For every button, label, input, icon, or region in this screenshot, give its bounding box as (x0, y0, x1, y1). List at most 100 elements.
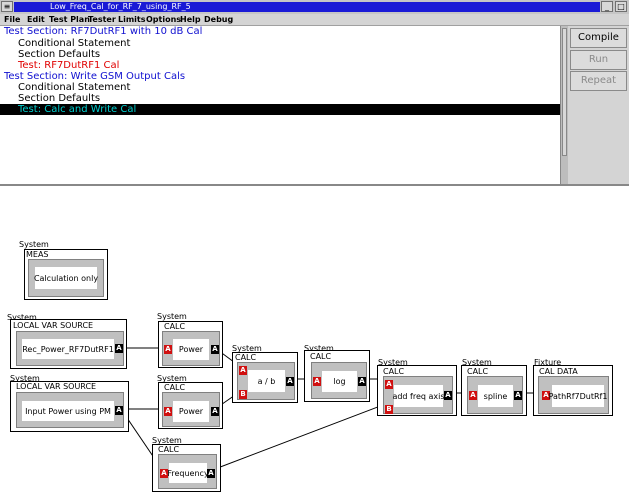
tree-row[interactable]: Test Section: RF7DutRF1 with 10 dB Cal (4, 26, 203, 37)
menu-tester[interactable]: Tester (88, 15, 116, 24)
block-name: spline (478, 385, 513, 407)
block-body: Rec_Power_RF7DutRF1 A (16, 331, 124, 366)
block-body: A spline A (467, 376, 523, 414)
compile-button[interactable]: Compile (570, 28, 627, 48)
menu-help[interactable]: Help (180, 15, 201, 24)
block-type-label: LOCAL VAR SOURCE (13, 321, 94, 330)
tree-row[interactable]: Test Section: Write GSM Output Cals (4, 71, 186, 82)
tree-row[interactable]: Section Defaults (18, 93, 101, 104)
block-type-label: CALC (164, 322, 186, 331)
action-panel: Compile Run Repeat (568, 26, 629, 184)
menu-limits[interactable]: Limits (118, 15, 146, 24)
block-type-label: CAL DATA (539, 367, 578, 376)
block-type-label: CALC (164, 383, 186, 392)
block-name: add freq axis (392, 385, 445, 407)
block-type-label: CALC (467, 367, 489, 376)
block-body: A Power A (162, 392, 220, 427)
input-port[interactable]: A (164, 407, 172, 416)
block-group-label: System (7, 313, 37, 322)
tree-row[interactable]: Conditional Statement (18, 38, 131, 49)
tree-row[interactable]: Section Defaults (18, 49, 101, 60)
tree-scrollbar[interactable] (560, 26, 568, 184)
block-frame: LOCAL VAR SOURCE Rec_Power_RF7DutRF1 A (10, 319, 127, 369)
block-body: Calculation only (28, 259, 104, 297)
maximize-icon[interactable]: □ (615, 1, 627, 12)
menu-options[interactable]: Options (146, 15, 182, 24)
block-body: Input Power using PM A (16, 392, 124, 428)
output-port[interactable]: A (358, 377, 366, 386)
block-name: Power (173, 401, 209, 422)
window-menu-icon[interactable]: ≡ (1, 1, 13, 12)
block-frame: CALC A B add freq axis A (377, 365, 457, 416)
input-port[interactable]: A (164, 345, 172, 354)
input-port[interactable]: A (469, 391, 477, 400)
tree-row[interactable]: Conditional Statement (18, 82, 131, 93)
block-group-label: System (10, 374, 40, 383)
tree-row[interactable]: Test: RF7DutRF1 Cal (18, 60, 120, 71)
block-type-label: LOCAL VAR SOURCE (16, 382, 97, 391)
block-body: A B add freq axis A (383, 376, 453, 414)
test-plan-tree: Test Section: RF7DutRF1 with 10 dB Cal C… (0, 26, 560, 184)
output-port[interactable]: A (115, 344, 123, 353)
block-name: Calculation only (34, 267, 98, 289)
block-name: a / b (248, 370, 285, 392)
block-name: PathRf7DutRf1 (549, 385, 607, 407)
block-body: A Frequency A (158, 454, 217, 489)
block-frame: CALC A spline A (461, 365, 527, 416)
block-group-label: System (19, 240, 49, 249)
menu-bar: File Edit Test Plan Tester Limits Option… (0, 14, 629, 26)
input-port[interactable]: B (385, 405, 393, 414)
output-port[interactable]: A (444, 391, 452, 400)
repeat-button[interactable]: Repeat (570, 71, 627, 91)
block-name: Frequency (167, 463, 209, 483)
tree-row-selected[interactable]: Test: Calc and Write Cal (0, 104, 560, 115)
output-port[interactable]: A (207, 469, 215, 478)
menu-debug[interactable]: Debug (204, 15, 234, 24)
input-port[interactable]: A (542, 391, 550, 400)
block-frame: CALC A log A (304, 350, 370, 402)
output-port[interactable]: A (514, 391, 522, 400)
input-port[interactable]: A (239, 366, 247, 375)
run-button[interactable]: Run (570, 50, 627, 70)
titlebar-fill (14, 2, 600, 12)
input-port[interactable]: A (385, 380, 393, 389)
block-name: Rec_Power_RF7DutRF1 (22, 339, 114, 359)
block-type-label: CALC (158, 445, 180, 454)
menu-test-plan[interactable]: Test Plan (49, 15, 90, 24)
output-port[interactable]: A (286, 377, 294, 386)
block-frame: CALC A B a / b A (232, 352, 298, 403)
block-frame: LOCAL VAR SOURCE Input Power using PM A (10, 381, 129, 432)
block-group-label: Fixture (534, 358, 562, 367)
block-frame: CAL DATA A PathRf7DutRf1 (533, 365, 613, 416)
input-port[interactable]: A (160, 469, 168, 478)
block-diagram-canvas: System MEAS Calculation only System LOCA… (0, 186, 629, 500)
block-name: log (322, 371, 357, 392)
block-body: A PathRf7DutRf1 (538, 376, 609, 414)
block-frame: CALC A Power A (158, 321, 223, 368)
window-titlebar[interactable]: ≡ Low_Freq_Cal_for_RF_7_using_RF_5 _ □ (0, 0, 629, 14)
block-group-label: System (304, 344, 334, 353)
pane-divider[interactable] (0, 184, 629, 186)
tree-scrollbar-thumb[interactable] (562, 28, 567, 156)
output-port[interactable]: A (211, 407, 219, 416)
block-group-label: System (152, 436, 182, 445)
tree-row-selected-label: Test: Calc and Write Cal (18, 104, 137, 115)
input-port[interactable]: A (313, 377, 321, 386)
menu-edit[interactable]: Edit (27, 15, 45, 24)
input-port[interactable]: B (239, 390, 247, 399)
block-group-label: System (157, 312, 187, 321)
block-group-label: System (462, 358, 492, 367)
wire (214, 404, 384, 470)
block-name: Power (173, 339, 209, 360)
block-frame: CALC A Power A (158, 382, 223, 429)
block-group-label: System (232, 344, 262, 353)
block-type-label: CALC (235, 353, 257, 362)
output-port[interactable]: A (211, 345, 219, 354)
block-group-label: System (378, 358, 408, 367)
minimize-icon[interactable]: _ (601, 1, 613, 12)
output-port[interactable]: A (115, 406, 123, 415)
block-type-label: CALC (383, 367, 405, 376)
block-body: A B a / b A (237, 362, 295, 400)
menu-file[interactable]: File (4, 15, 21, 24)
block-body: A log A (311, 362, 367, 399)
